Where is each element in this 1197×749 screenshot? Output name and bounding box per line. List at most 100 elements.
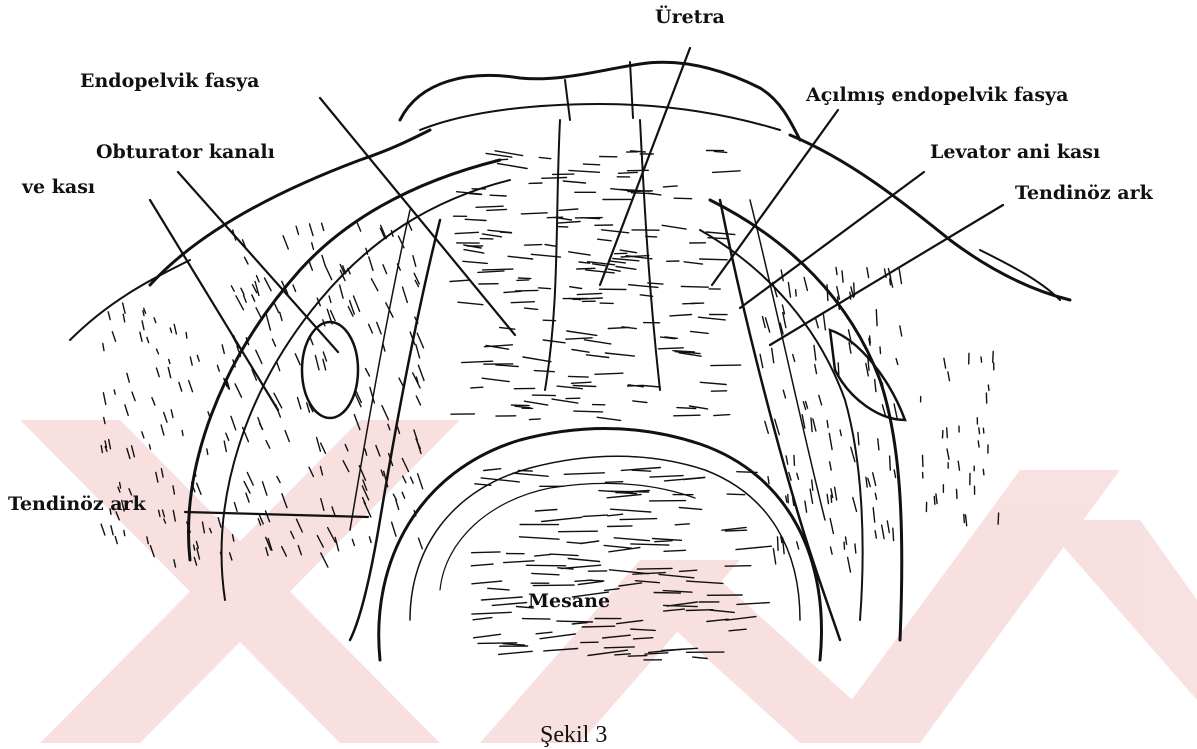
- hatch-stroke: [125, 405, 128, 415]
- hatch-stroke: [700, 382, 726, 384]
- hatch-stroke: [988, 385, 989, 390]
- hatch-stroke: [525, 308, 538, 309]
- hatch-stroke: [293, 285, 296, 291]
- hatch-stroke: [503, 644, 524, 645]
- hatch-stroke: [646, 236, 657, 237]
- hatch-stroke: [403, 476, 406, 483]
- hatch-stroke: [200, 447, 201, 452]
- hatch-stroke: [725, 530, 746, 531]
- hatch-stroke: [621, 468, 660, 471]
- hatch-stroke: [631, 544, 669, 545]
- hatch-stroke: [217, 365, 219, 371]
- hatch-stroke: [566, 338, 592, 339]
- hatch-stroke: [179, 382, 182, 391]
- hatch-stroke: [643, 386, 661, 388]
- hatch-stroke: [321, 443, 326, 453]
- hatch-stroke: [894, 404, 897, 418]
- hatch-stroke: [310, 224, 314, 236]
- hatch-stroke: [120, 483, 121, 489]
- hatch-stroke: [530, 419, 541, 420]
- hatch-stroke: [827, 494, 828, 503]
- hatch-stroke: [559, 209, 578, 210]
- hatch-stroke: [714, 151, 726, 152]
- hatch-stroke: [608, 514, 623, 516]
- hatch-stroke: [329, 296, 331, 303]
- hatch-stroke: [539, 157, 551, 158]
- hatch-stroke: [552, 399, 578, 403]
- hatch-stroke: [586, 270, 615, 273]
- hatch-stroke: [796, 290, 797, 296]
- hatch-stroke: [840, 430, 841, 436]
- hatch-stroke: [418, 474, 423, 489]
- hatch-stroke: [595, 373, 623, 374]
- hatch-stroke: [277, 362, 280, 371]
- hatch-stroke: [483, 269, 513, 270]
- hatch-stroke: [352, 539, 354, 545]
- hatch-stroke: [275, 304, 279, 313]
- hatch-stroke: [658, 348, 683, 349]
- hatch-stroke: [814, 345, 816, 360]
- hatch-stroke: [620, 250, 636, 253]
- hatch-stroke: [492, 603, 526, 606]
- hatch-stroke: [846, 537, 847, 545]
- hatch-stroke: [174, 324, 176, 334]
- hatch-stroke: [386, 303, 393, 317]
- label-acilmis-endopelvik-fasya: Açılmış endopelvik fasya: [806, 86, 1068, 105]
- hatch-stroke: [101, 524, 105, 535]
- hatch-stroke: [944, 358, 946, 368]
- hatch-stroke: [831, 495, 832, 502]
- hatch-stroke: [830, 519, 833, 534]
- hatch-stroke: [543, 320, 555, 321]
- hatch-stroke: [794, 455, 795, 465]
- hatch-stroke: [586, 355, 608, 358]
- hatch-stroke: [473, 618, 492, 620]
- hatch-stroke: [207, 449, 208, 454]
- hatch-stroke: [788, 283, 790, 298]
- leader-lines: [150, 48, 1003, 517]
- hatch-stroke: [786, 496, 787, 502]
- hatch-stroke: [737, 472, 758, 473]
- label-uretra: Üretra: [655, 8, 725, 27]
- hatch-stroke: [890, 456, 891, 470]
- hatch-stroke: [875, 380, 876, 392]
- hatch-stroke: [583, 515, 607, 516]
- hatch-stroke: [140, 332, 142, 341]
- hatch-stroke: [725, 566, 751, 567]
- hatch-stroke: [868, 478, 871, 486]
- hatch-stroke: [679, 508, 701, 510]
- hatch-stroke: [523, 357, 551, 362]
- hatch-stroke: [614, 538, 649, 541]
- hatch-stroke: [472, 612, 511, 614]
- hatch-stroke: [182, 430, 183, 435]
- hatch-stroke: [557, 386, 582, 389]
- hatch-stroke: [858, 433, 859, 445]
- hatch-stroke: [768, 477, 769, 484]
- hatch-stroke: [244, 482, 250, 494]
- hatch-stroke: [572, 350, 589, 353]
- hatch-stroke: [154, 318, 156, 323]
- label-tendinoz-ark-right: Tendinöz ark: [1015, 184, 1153, 203]
- hatch-stroke: [296, 226, 298, 234]
- hatch-stroke: [236, 296, 244, 310]
- hatch-stroke: [464, 250, 484, 254]
- hatch-stroke: [478, 643, 517, 644]
- hatch-stroke: [235, 384, 241, 397]
- hatch-stroke: [103, 393, 105, 405]
- hatch-stroke: [653, 539, 682, 541]
- hatch-stroke: [511, 405, 529, 406]
- hatch-stroke: [893, 528, 894, 540]
- hatch-stroke: [488, 588, 509, 590]
- hatch-stroke: [256, 350, 262, 363]
- hatch-stroke: [824, 315, 826, 330]
- hatch-stroke: [484, 469, 501, 471]
- hatch-stroke: [783, 390, 785, 398]
- hatch-stroke: [231, 416, 236, 429]
- hatch-stroke: [936, 494, 937, 504]
- hatch-stroke: [711, 365, 741, 366]
- hatch-stroke: [873, 508, 875, 522]
- hatch-stroke: [369, 537, 371, 543]
- hatch-stroke: [887, 521, 889, 533]
- hatch-stroke: [819, 395, 822, 405]
- hatch-stroke: [778, 537, 779, 551]
- hatch-stroke: [880, 347, 881, 354]
